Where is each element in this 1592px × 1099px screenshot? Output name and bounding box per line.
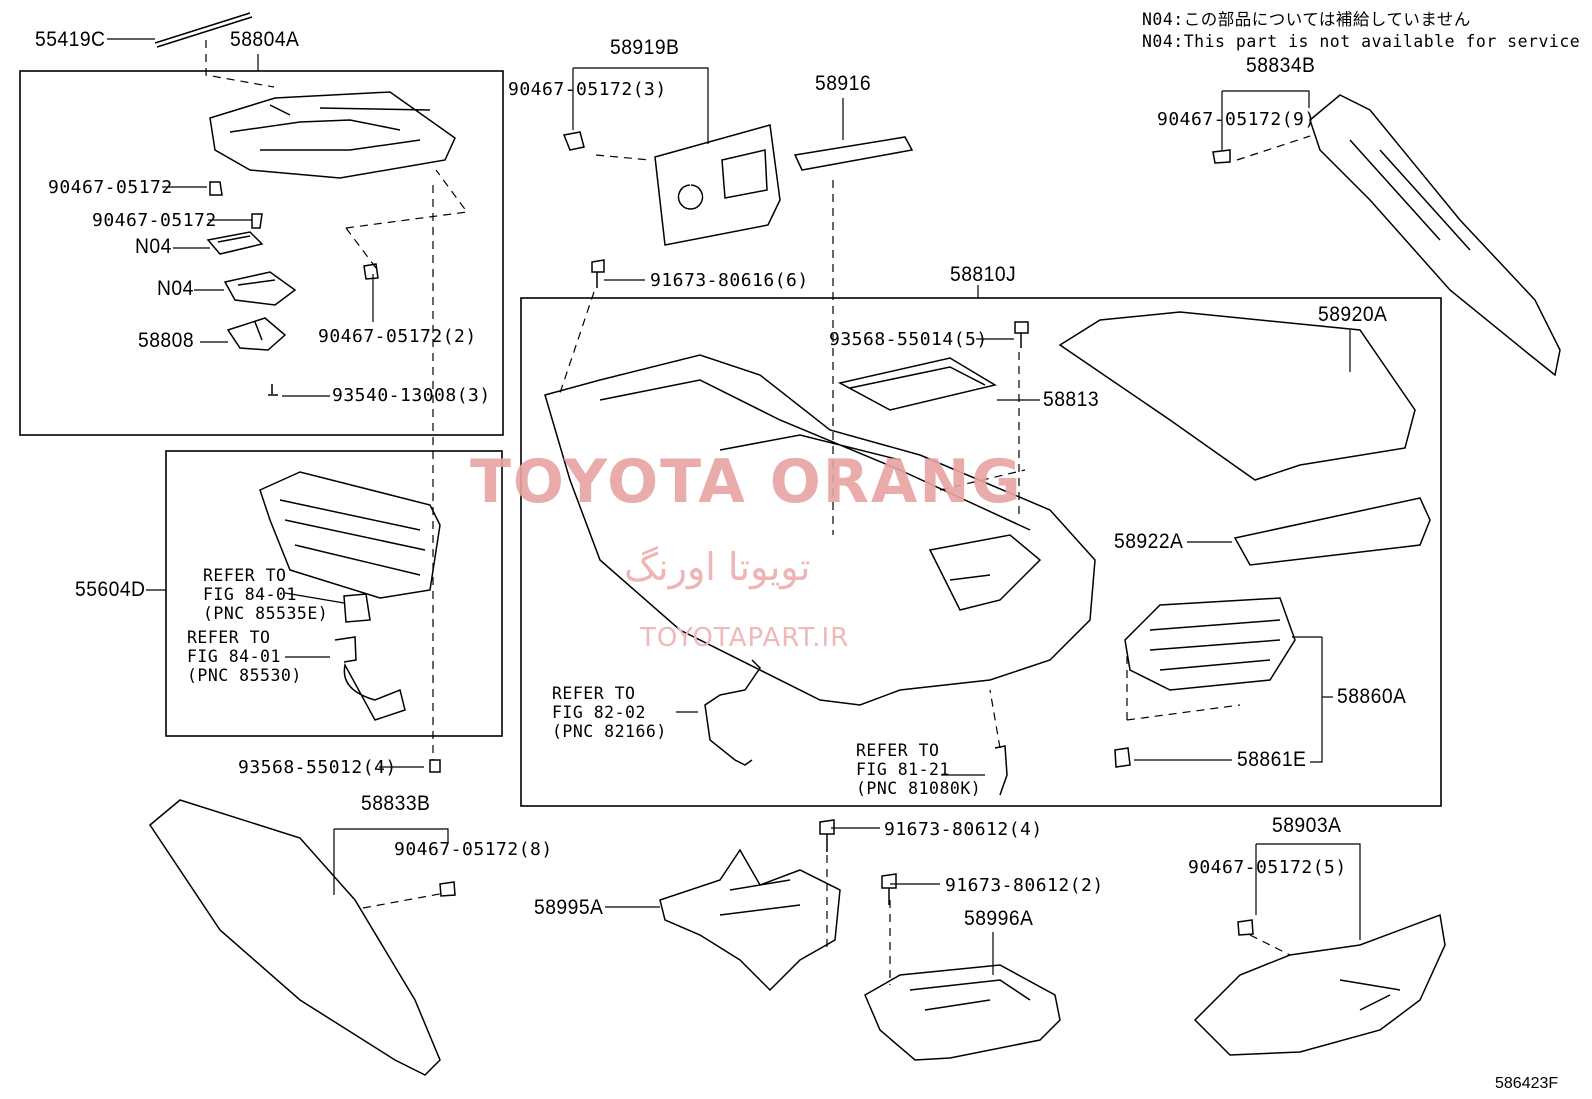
note-en: N04:This part is not available for servi… <box>1142 32 1581 51</box>
part-58919B <box>654 124 781 246</box>
ref-85535E-line3[interactable]: (PNC 85535E) <box>203 604 329 623</box>
ref-85535E-line2[interactable]: FIG 84-01 <box>203 585 297 604</box>
ref-81080K-line2[interactable]: FIG 81-21 <box>856 760 950 779</box>
part-clip-58861E <box>1114 747 1131 768</box>
ref-82166-line2[interactable]: FIG 82-02 <box>552 703 646 722</box>
part-58996A <box>864 964 1061 1061</box>
ref-81080K-line3[interactable]: (PNC 81080K) <box>856 779 982 798</box>
part-label-93568-4[interactable]: 93568-55012(4) <box>238 757 397 778</box>
part-N04-a <box>206 231 264 255</box>
part-label-93540[interactable]: 93540-13008(3) <box>332 385 491 406</box>
part-label-58916[interactable]: 58916 <box>815 72 872 95</box>
part-label-90467-a[interactable]: 90467-05172 <box>48 177 173 198</box>
part-label-58922A[interactable]: 58922A <box>1114 530 1184 553</box>
part-label-58813[interactable]: 58813 <box>1043 388 1100 411</box>
watermark-brand: TOYOTA ORANG <box>470 447 1023 517</box>
part-label-91673-6[interactable]: 91673-80616(6) <box>650 270 809 291</box>
part-label-58808[interactable]: 58808 <box>138 329 195 352</box>
watermark-url: TOYOTAPART.IR <box>640 623 850 653</box>
catalog-code: 586423F <box>1495 1075 1559 1092</box>
watermark-persian: تویوتا اورنگ <box>624 545 811 589</box>
part-switch-85535E <box>343 593 371 623</box>
part-label-58861E[interactable]: 58861E <box>1237 748 1307 771</box>
part-label-58860A[interactable]: 58860A <box>1337 685 1407 708</box>
part-label-58920A[interactable]: 58920A <box>1318 303 1388 326</box>
part-label-91673-2[interactable]: 91673-80612(2) <box>945 875 1104 896</box>
part-clip-b <box>251 213 263 229</box>
ref-82166-line1[interactable]: REFER TO <box>552 684 636 703</box>
part-wire-82166 <box>704 659 761 766</box>
part-label-58996A[interactable]: 58996A <box>964 907 1034 930</box>
group-box-55604D <box>165 450 503 737</box>
part-clip-8 <box>439 881 456 897</box>
part-label-90467-b[interactable]: 90467-05172 <box>92 210 217 231</box>
part-clip-9 <box>1212 149 1231 164</box>
part-58834B <box>1309 94 1561 377</box>
part-clip-3 <box>562 131 585 151</box>
part-N04-b <box>223 271 297 306</box>
note-jp: N04:この部品については補給していません <box>1142 10 1471 29</box>
part-bolt-91673-2 <box>881 873 897 905</box>
part-screw-93540 <box>268 384 278 396</box>
part-55419C <box>154 12 253 48</box>
part-label-91673-4[interactable]: 91673-80612(4) <box>884 819 1043 840</box>
part-label-58903A[interactable]: 58903A <box>1272 814 1342 837</box>
part-55604D <box>259 471 441 599</box>
part-label-90467-8[interactable]: 90467-05172(8) <box>394 839 553 860</box>
part-wire-81080K <box>994 745 1008 796</box>
part-58920A <box>1058 311 1416 481</box>
part-label-58810J[interactable]: 58810J <box>950 263 1017 286</box>
part-label-55419C[interactable]: 55419C <box>35 28 106 51</box>
ref-85535E-line1[interactable]: REFER TO <box>203 566 287 585</box>
part-clip-5 <box>1237 919 1254 936</box>
part-clip-2 <box>363 263 379 280</box>
ref-81080K-line1[interactable]: REFER TO <box>856 741 940 760</box>
part-58903A <box>1193 913 1446 1056</box>
ref-85530-line2[interactable]: FIG 84-01 <box>187 647 281 666</box>
part-58813 <box>837 357 997 411</box>
part-label-N04-a[interactable]: N04 <box>135 235 172 258</box>
part-58860A <box>1124 597 1296 691</box>
part-58995A <box>659 848 841 992</box>
group-box-58810J <box>520 297 1442 807</box>
ref-85530-line3[interactable]: (PNC 85530) <box>187 666 302 685</box>
part-bolt-91673-4 <box>819 819 835 852</box>
part-label-93568-5[interactable]: 93568-55014(5) <box>829 329 988 350</box>
ref-85530-line1[interactable]: REFER TO <box>187 628 271 647</box>
part-label-58834B[interactable]: 58834B <box>1246 54 1316 77</box>
leader-lines <box>107 38 1361 975</box>
part-58804A <box>209 91 456 179</box>
ref-82166-line3[interactable]: (PNC 82166) <box>552 722 667 741</box>
part-label-58995A[interactable]: 58995A <box>534 896 604 919</box>
part-bolt-91673-6 <box>591 259 605 288</box>
part-label-58919B[interactable]: 58919B <box>610 36 680 59</box>
part-screw-93568-12 <box>429 759 441 773</box>
part-58922A <box>1233 497 1431 566</box>
part-wire-85530 <box>334 636 406 721</box>
part-label-58804A[interactable]: 58804A <box>230 28 300 51</box>
part-clip-a <box>209 181 223 196</box>
group-box-58804A <box>19 70 504 436</box>
part-label-90467-2[interactable]: 90467-05172(2) <box>318 326 477 347</box>
part-label-90467-9[interactable]: 90467-05172(9) <box>1157 109 1316 130</box>
part-58810J <box>544 354 1096 706</box>
part-shapes <box>149 12 1561 1076</box>
part-label-55604D[interactable]: 55604D <box>75 578 146 601</box>
part-label-90467-5[interactable]: 90467-05172(5) <box>1188 857 1347 878</box>
dashed-lines <box>205 40 1311 985</box>
part-label-90467-3[interactable]: 90467-05172(3) <box>508 79 667 100</box>
part-screw-93568-14 <box>1014 321 1029 348</box>
part-58916 <box>793 136 914 171</box>
part-58808 <box>226 317 287 351</box>
part-58833B <box>149 799 441 1076</box>
part-label-N04-b[interactable]: N04 <box>157 277 194 300</box>
part-label-58833B[interactable]: 58833B <box>361 792 431 815</box>
